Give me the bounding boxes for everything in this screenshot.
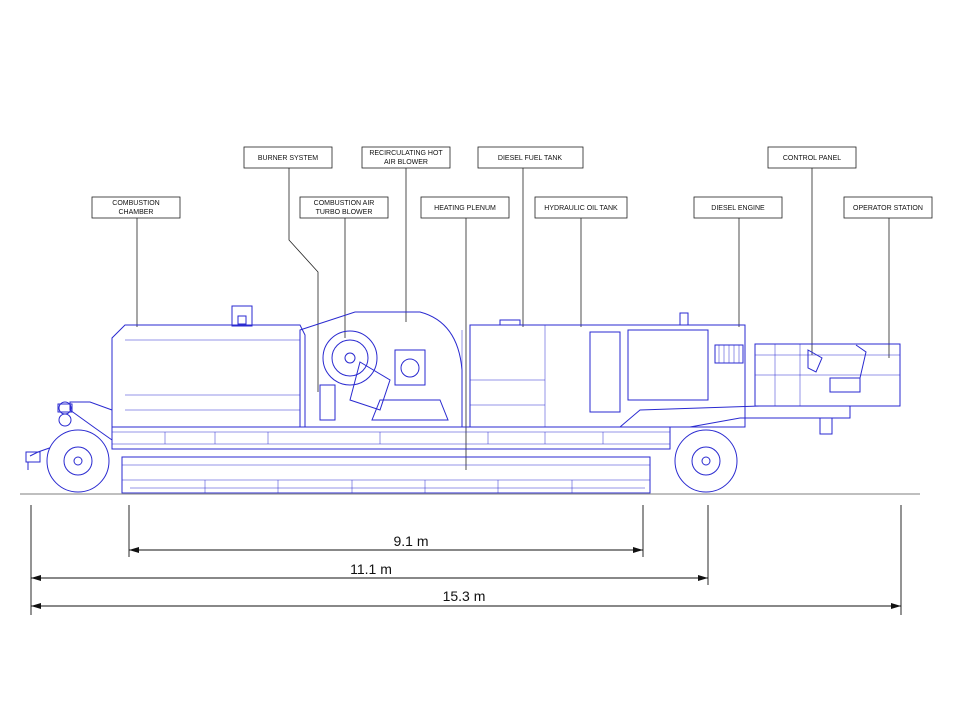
label-hydraulic-oil-tank: HYDRAULIC OIL TANK <box>534 196 628 327</box>
dimension-9-1: 9.1 m <box>128 505 644 557</box>
tank-engine-enclosure <box>469 312 746 428</box>
combustion-chamber-part <box>111 305 306 428</box>
label-heating-plenum: HEATING PLENUM <box>420 196 510 470</box>
dimension-11-1: 11.1 m <box>30 505 709 615</box>
machine-drawing <box>25 305 901 494</box>
label-control-panel: CONTROL PANEL <box>767 146 857 355</box>
heating-plenum-part <box>121 456 651 494</box>
svg-text:15.3 m: 15.3 m <box>443 588 486 604</box>
svg-text:OPERATOR STATION: OPERATOR STATION <box>853 205 923 212</box>
svg-text:AIR BLOWER: AIR BLOWER <box>384 159 428 166</box>
svg-text:9.1 m: 9.1 m <box>393 533 428 549</box>
svg-text:TURBO BLOWER: TURBO BLOWER <box>316 209 373 216</box>
svg-text:HEATING PLENUM: HEATING PLENUM <box>434 205 496 212</box>
svg-text:DIESEL FUEL TANK: DIESEL FUEL TANK <box>498 155 563 162</box>
svg-text:RECIRCULATING HOT: RECIRCULATING HOT <box>369 150 443 157</box>
label-combustion-chamber: COMBUSTION CHAMBER <box>91 196 181 327</box>
label-operator-station: OPERATOR STATION <box>843 196 933 358</box>
svg-text:11.1 m: 11.1 m <box>350 561 392 577</box>
front-wheel <box>46 429 110 493</box>
svg-text:BURNER SYSTEM: BURNER SYSTEM <box>258 155 318 162</box>
svg-text:HYDRAULIC OIL TANK: HYDRAULIC OIL TANK <box>544 205 618 212</box>
svg-text:COMBUSTION AIR: COMBUSTION AIR <box>314 200 375 207</box>
operator-platform <box>754 343 901 435</box>
label-burner-system: BURNER SYSTEM <box>243 146 333 392</box>
svg-text:CHAMBER: CHAMBER <box>118 209 153 216</box>
label-diesel-fuel-tank: DIESEL FUEL TANK <box>477 146 584 327</box>
blower-housing <box>299 311 463 428</box>
dimension-15-3: 15.3 m <box>31 505 902 615</box>
label-combustion-air-turbo-blower: COMBUSTION AIR TURBO BLOWER <box>299 196 389 338</box>
svg-text:COMBUSTION: COMBUSTION <box>112 200 159 207</box>
rear-wheel <box>674 429 738 493</box>
svg-text:CONTROL PANEL: CONTROL PANEL <box>783 155 841 162</box>
svg-text:DIESEL ENGINE: DIESEL ENGINE <box>711 205 765 212</box>
label-diesel-engine: DIESEL ENGINE <box>693 196 783 327</box>
label-recirculating-hot-air-blower: RECIRCULATING HOT AIR BLOWER <box>361 146 451 322</box>
